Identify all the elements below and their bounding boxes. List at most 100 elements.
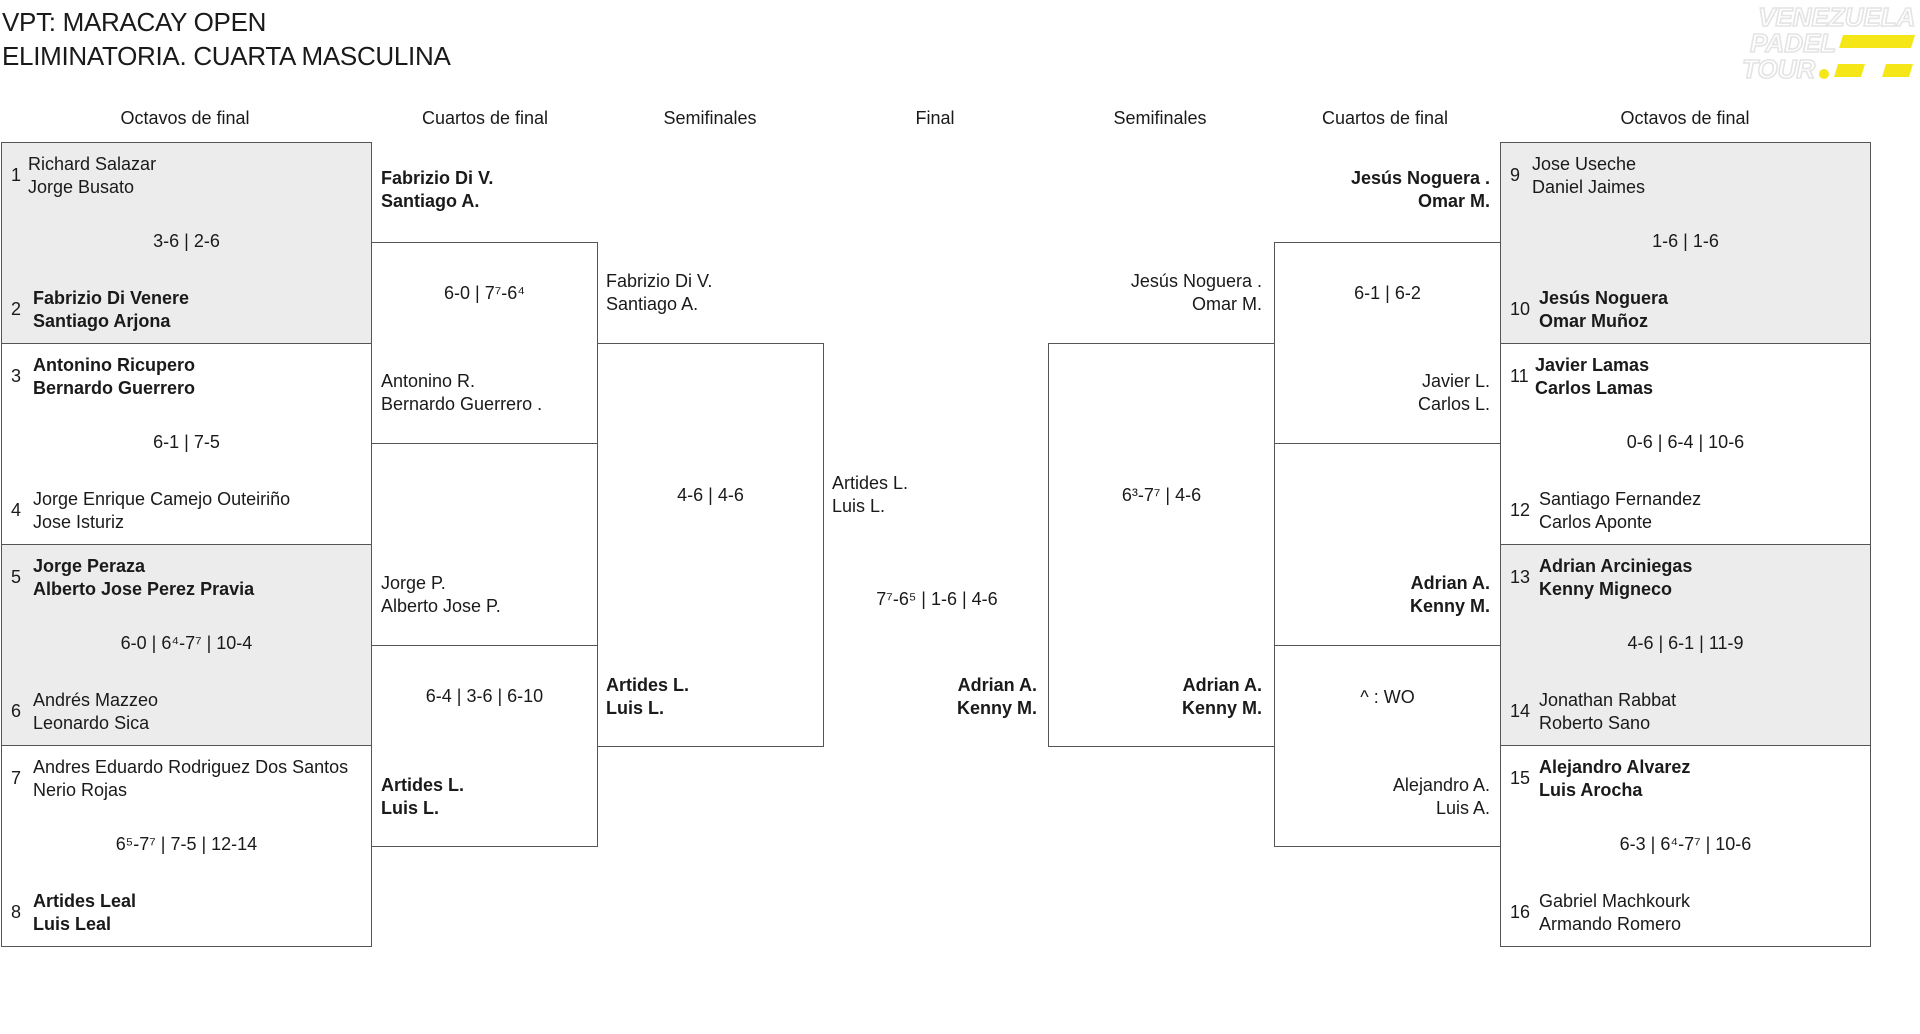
player-name: Antonino Ricupero [33,355,195,375]
match-box-r16-8: 15 Alejandro Alvarez Luis Arocha 6-3 | 6… [1500,745,1871,947]
qf-right-1-top-team: Jesús Noguera . Omar M. [1274,167,1490,213]
header-left-qf: Cuartos de final [421,108,549,128]
player-name: Richard Salazar [28,154,157,174]
player-name: Bernardo Guerrero [33,378,196,398]
player-name: Omar M. [1417,191,1490,211]
team-names-winner: Fabrizio Di Venere Santiago Arjona [33,287,368,333]
player-name: Jorge Enrique Camejo Outeiriño [33,489,291,509]
qf-right-2-score: ^ : WO [1360,687,1415,707]
seed-number: 3 [11,366,22,386]
match-score: 6-0 | 6⁴-7⁷ | 10-4 [120,633,253,653]
match-box-r16-2: 3 Antonino Ricupero Bernardo Guerrero 6-… [1,343,372,545]
qf-right-2-bottom-team: Alejandro A. Luis A. [1274,774,1490,820]
match-box-r16-1: 1 Richard Salazar Jorge Busato 3-6 | 2-6… [1,142,372,344]
player-name: Luis L. [606,698,664,718]
player-name: Andres Eduardo Rodriguez Dos Santos [33,757,349,777]
player-name: Adrian Arciniegas [1539,556,1693,576]
player-name: Luis Leal [33,914,112,934]
match-score: 6⁵-7⁷ | 7-5 | 12-14 [115,834,258,854]
match-score: 1-6 | 1-6 [1652,231,1719,251]
match-box-r16-5: 9 Jose Useche Daniel Jaimes 1-6 | 1-6 10… [1500,142,1871,344]
header-final: Final [915,108,955,128]
svg-text:PADEL: PADEL [1750,28,1836,58]
sf-right-top-team: Jesús Noguera . Omar M. [1048,270,1262,316]
player-name: Kenny Migneco [1539,579,1673,599]
match-box-r16-6: 11 Javier Lamas Carlos Lamas 0-6 | 6-4 |… [1500,343,1871,545]
sf-right-bottom-team: Adrian A. Kenny M. [1048,674,1262,720]
sf-left-bottom-team: Artides L. Luis L. [606,674,689,720]
page-subtitle: ELIMINATORIA. CUARTA MASCULINA [2,41,451,71]
player-name: Javier Lamas [1535,355,1650,375]
player-name: Alberto Jose P. [381,596,501,616]
team-names: Santiago Fernandez Carlos Aponte [1539,488,1867,534]
player-name: Alejandro Alvarez [1539,757,1691,777]
player-name: Jesús Noguera . [1350,168,1490,188]
qf-right-1-score: 6-1 | 6-2 [1354,283,1421,303]
player-name: Carlos Aponte [1539,512,1653,532]
qf-left-2-top-team: Jorge P. Alberto Jose P. [381,572,501,618]
player-name: Fabrizio Di V. [381,168,494,188]
player-name: Kenny M. [956,698,1037,718]
seed-number: 8 [11,902,22,922]
player-name: Bernardo Guerrero . [381,394,543,414]
player-name: Adrian A. [1410,573,1490,593]
seed-number: 11 [1510,366,1529,386]
team-names-winner: Javier Lamas Carlos Lamas [1535,354,1867,400]
team-names-winner: Jorge Peraza Alberto Jose Perez Pravia [33,555,368,601]
match-score: 0-6 | 6-4 | 10-6 [1626,432,1745,452]
team-names: Andres Eduardo Rodriguez Dos Santos Neri… [33,756,371,802]
player-name: Omar M. [1192,294,1262,314]
seed-number: 2 [11,299,22,319]
player-name: Adrian A. [957,675,1037,695]
venezuela-padel-tour-logo: VENEZUELA PADEL TOUR [1741,2,1916,82]
qf-left-1-score: 6-0 | 7⁷-6⁴ [444,283,525,303]
player-name: Gabriel Machkourk [1539,891,1691,911]
seed-number: 12 [1510,500,1531,520]
match-score: 6-3 | 6⁴-7⁷ | 10-6 [1619,834,1752,854]
qf-right-1-bottom-team: Javier L. Carlos L. [1274,370,1490,416]
final-score: 7⁷-6⁵ | 1-6 | 4-6 [876,589,998,609]
match-box-r16-4: 7 Andres Eduardo Rodriguez Dos Santos Ne… [1,745,372,947]
seed-number: 5 [11,567,22,587]
seed-number: 13 [1510,567,1531,587]
player-name: Santiago A. [606,294,699,314]
player-name: Jesús Noguera . [1130,271,1262,291]
team-names: Gabriel Machkourk Armando Romero [1539,890,1867,936]
player-name: Roberto Sano [1539,713,1651,733]
player-name: Omar Muñoz [1539,311,1649,331]
player-name: Fabrizio Di Venere [33,288,190,308]
qf-left-2-bottom-team: Artides L. Luis L. [381,774,464,820]
team-names-winner: Artides Leal Luis Leal [33,890,368,936]
sf-right-score: 6³-7⁷ | 4-6 [1121,485,1202,505]
header-right-qf: Cuartos de final [1321,108,1449,128]
player-name: Jose Useche [1532,154,1637,174]
seed-number: 9 [1510,165,1521,185]
header-left-sf: Semifinales [663,108,757,128]
player-name: Armando Romero [1539,914,1682,934]
player-name: Andrés Mazzeo [33,690,159,710]
bracket-connector-sf-left [597,343,824,747]
seed-number: 16 [1510,902,1531,922]
team-names-winner: Antonino Ricupero Bernardo Guerrero [33,354,368,400]
player-name: Alberto Jose Perez Pravia [33,579,255,599]
svg-text:TOUR: TOUR [1742,54,1815,82]
qf-left-1-top-team: Fabrizio Di V. Santiago A. [381,167,493,213]
sf-left-score: 4-6 | 4-6 [677,485,744,505]
team-names-winner: Adrian Arciniegas Kenny Migneco [1539,555,1867,601]
player-name: Artides L. [381,775,465,795]
seed-number: 4 [11,500,22,520]
seed-number: 7 [11,768,22,788]
player-name: Carlos L. [1417,394,1490,414]
seed-number: 15 [1510,768,1531,788]
team-names: Richard Salazar Jorge Busato [28,153,368,199]
bracket-connector-sf-right [1048,343,1275,747]
final-top-team: Artides L. Luis L. [832,472,908,518]
match-score: 6-1 | 7-5 [153,432,220,452]
player-name: Luis Arocha [1539,780,1643,800]
team-names-winner: Jesús Noguera Omar Muñoz [1539,287,1867,333]
player-name: Antonino R. [381,371,476,391]
team-names: Jose Useche Daniel Jaimes [1532,153,1867,199]
player-name: Santiago Arjona [33,311,171,331]
seed-number: 1 [11,165,22,185]
team-names-winner: Alejandro Alvarez Luis Arocha [1539,756,1867,802]
